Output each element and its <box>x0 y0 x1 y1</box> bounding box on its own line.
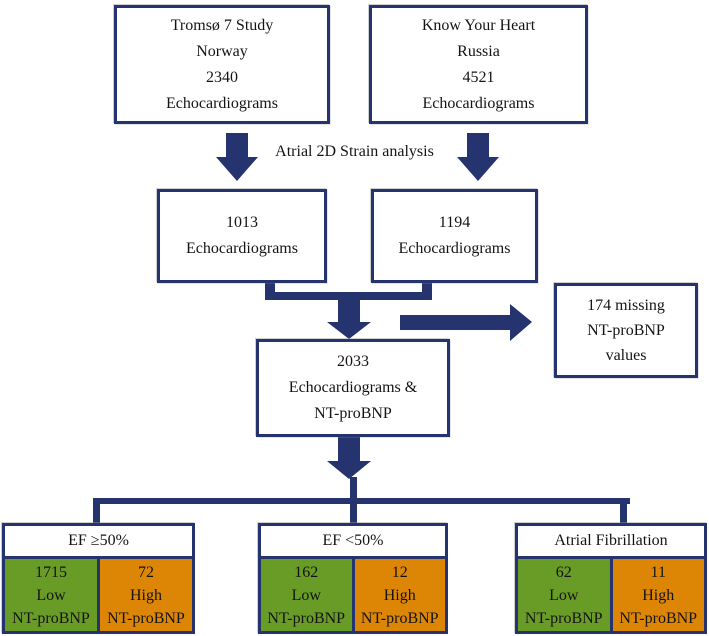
cell-label: High <box>642 586 675 604</box>
box-line: Norway <box>196 42 248 60</box>
cell-high-ntprobnp: 11 High NT-proBNP <box>612 559 704 631</box>
group-header: EF <50% <box>261 526 445 559</box>
group-cells: 62 Low NT-proBNP 11 High NT-proBNP <box>518 559 704 631</box>
box-line: 174 missing <box>587 297 665 314</box>
arrow-down-tromso-icon <box>216 133 258 181</box>
cell-count: 12 <box>391 563 408 581</box>
box-line: Tromsø 7 Study <box>170 16 274 34</box>
group-header: Atrial Fibrillation <box>518 526 704 559</box>
box-kyh-strain-count: 1194 Echocardiograms <box>371 189 538 283</box>
branch-bar <box>93 498 630 504</box>
box-line: 1013 <box>226 214 258 231</box>
box-line: values <box>605 347 647 364</box>
arrow-down-merge-icon <box>327 300 371 339</box>
branch-drop-right <box>620 498 627 527</box>
cell-label: Low <box>549 586 579 604</box>
group-cells: 1715 Low NT-proBNP 72 High NT-proBNP <box>5 559 192 631</box>
box-missing-ntprobnp: 174 missing NT-proBNP values <box>554 283 698 378</box>
strain-analysis-label: Atrial 2D Strain analysis <box>275 143 434 160</box>
cell-sublabel: NT-proBNP <box>619 609 698 627</box>
box-line: NT-proBNP <box>314 405 392 422</box>
box-line: 1194 <box>438 214 471 231</box>
cell-count: 72 <box>138 563 154 581</box>
cell-count: 162 <box>294 563 319 581</box>
group-header: EF ≥50% <box>5 526 192 559</box>
arrow-down-split-icon <box>327 437 371 479</box>
merge-bar <box>265 292 432 300</box>
group-ef-lt50: EF <50% 162 Low NT-proBNP 12 High NT-pro… <box>258 523 448 634</box>
cell-high-ntprobnp: 72 High NT-proBNP <box>100 559 192 631</box>
box-line: Echocardiograms <box>422 94 535 112</box>
cell-low-ntprobnp: 1715 Low NT-proBNP <box>5 559 100 631</box>
cell-sublabel: NT-proBNP <box>360 609 439 627</box>
box-line: 4521 <box>462 68 495 86</box>
cell-sublabel: NT-proBNP <box>107 609 185 627</box>
box-line: Echocardiograms <box>166 94 278 112</box>
group-ef-ge50: EF ≥50% 1715 Low NT-proBNP 72 High NT-pr… <box>2 523 195 634</box>
box-line: Echocardiograms <box>186 240 298 257</box>
box-tromso-study: Tromsø 7 Study Norway 2340 Echocardiogra… <box>114 5 330 124</box>
stub-1194 <box>422 282 432 300</box>
box-line: 2033 <box>337 353 369 370</box>
cell-count: 11 <box>650 563 666 581</box>
cell-sublabel: NT-proBNP <box>267 609 346 627</box>
cell-label: Low <box>36 586 66 604</box>
arrow-right-missing-icon <box>400 304 532 341</box>
group-atrial-fibrillation: Atrial Fibrillation 62 Low NT-proBNP 11 … <box>515 523 707 634</box>
box-line: Echocardiograms <box>398 240 511 257</box>
cell-label: High <box>130 586 162 604</box>
box-line: Echocardiograms & <box>288 379 418 396</box>
cell-label: Low <box>291 586 321 604</box>
cell-low-ntprobnp: 62 Low NT-proBNP <box>518 559 613 631</box>
cell-sublabel: NT-proBNP <box>524 609 603 627</box>
branch-drop-left <box>93 498 100 527</box>
box-combined-cohort: 2033 Echocardiograms & NT-proBNP <box>256 339 450 437</box>
group-cells: 162 Low NT-proBNP 12 High NT-proBNP <box>261 559 445 631</box>
box-know-your-heart: Know Your Heart Russia 4521 Echocardiogr… <box>369 5 588 124</box>
cell-high-ntprobnp: 12 High NT-proBNP <box>354 559 445 631</box>
box-line: Know Your Heart <box>421 16 536 34</box>
box-line: Russia <box>457 42 500 60</box>
cell-count: 62 <box>555 563 572 581</box>
cell-low-ntprobnp: 162 Low NT-proBNP <box>261 559 355 631</box>
box-tromso-strain-count: 1013 Echocardiograms <box>157 189 327 283</box>
box-line: 2340 <box>206 68 238 86</box>
cell-label: High <box>383 586 416 604</box>
arrow-down-kyh-icon <box>457 133 499 181</box>
cell-sublabel: NT-proBNP <box>12 609 90 627</box>
box-line: NT-proBNP <box>587 322 665 339</box>
stub-1013 <box>265 282 275 300</box>
cell-count: 1715 <box>35 563 67 581</box>
